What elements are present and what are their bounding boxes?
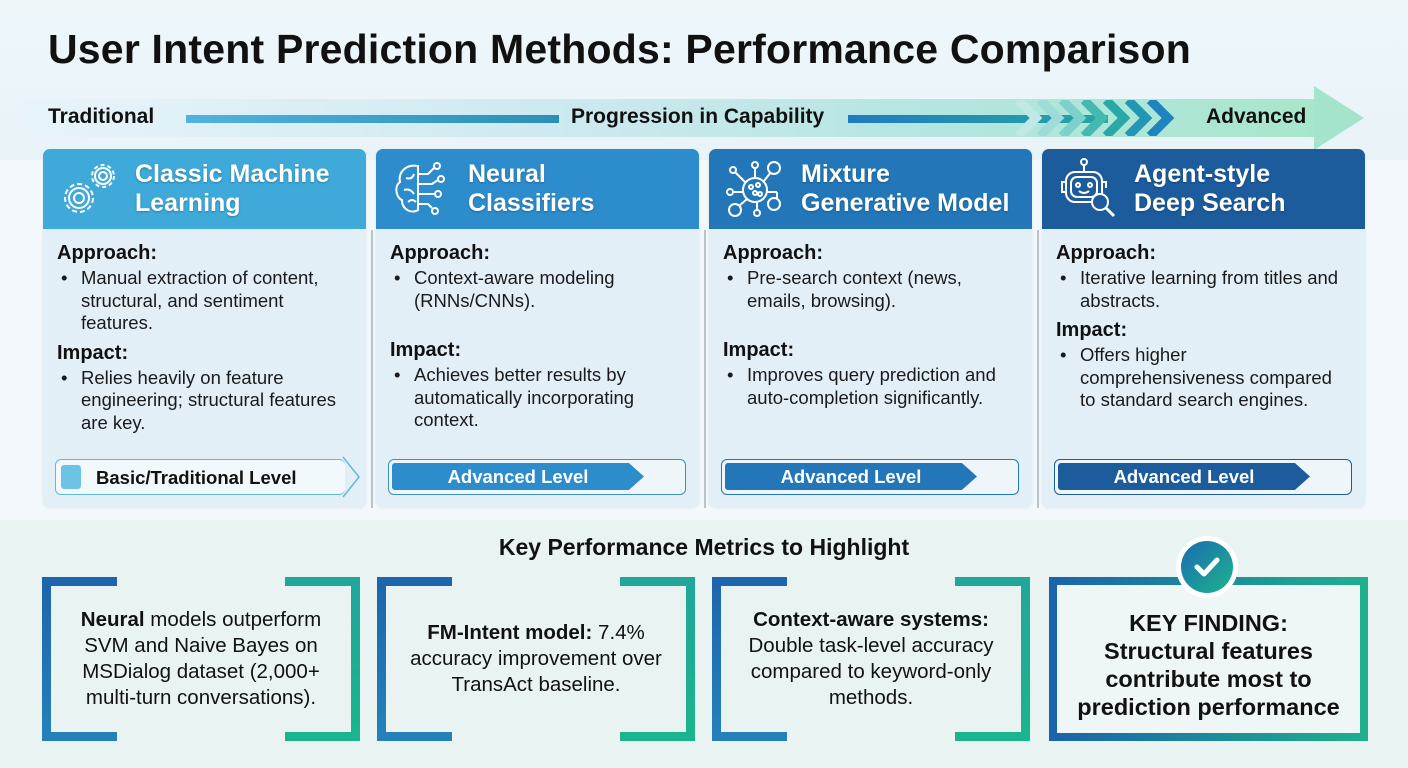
method-card-neural-classifiers: Neural Classifiers Approach: •Context-aw… [376,149,699,507]
bracket-left [42,577,117,741]
approach-bullet: •Iterative learning from titles and abst… [1060,267,1339,311]
robot-search-icon [1061,158,1116,218]
impact-label: Impact: [390,339,462,361]
bracket-right [620,577,695,741]
bracket-left [712,577,787,741]
level-badge: Advanced Level [721,459,1019,495]
page-title: User Intent Prediction Methods: Performa… [48,26,1192,72]
metric-text: Neural models outperform SVM and Naive B… [80,608,322,709]
impact-label: Impact: [57,341,129,364]
divider [371,230,373,508]
impact-bullet: •Relies heavily on feature engineering; … [61,366,337,433]
bracket-right [285,577,360,741]
divider [704,230,706,508]
metric-card: Context-aware systems: Double task-level… [712,577,1030,741]
key-finding-text: KEY FINDING: Structural features contrib… [1077,610,1340,720]
approach-bullet: •Manual extraction of content, structura… [61,267,319,333]
progression-start-label: Traditional [48,105,155,128]
checkmark-icon [1194,557,1220,577]
card-title: Mixture Generative Model [801,160,1010,217]
approach-bullet: •Context-aware modeling (RNNs/CNNs). [394,267,615,311]
chevron-right-icon [342,456,360,498]
card-title: Agent-style Deep Search [1134,160,1286,217]
method-card-classic-ml: Classic Machine Learning Approach: •Manu… [43,149,366,507]
metrics-title: Key Performance Metrics to Highlight [498,534,910,560]
level-badge: Basic/Traditional Level [55,456,360,498]
approach-label: Approach: [390,242,490,264]
method-card-mixture-generative: Mixture Generative Model Approach: •Pre-… [709,149,1032,507]
card-header: Classic Machine Learning [43,149,366,229]
progression-middle-label: Progression in Capability [571,105,825,128]
metric-text: FM-Intent model: 7.4% accuracy improveme… [410,621,662,696]
method-card-agent-deep-search: Agent-style Deep Search Approach: •Itera… [1042,149,1365,507]
progression-line [848,115,1108,123]
metric-card: FM-Intent model: 7.4% accuracy improveme… [377,577,695,741]
impact-bullet: •Offers higher comprehensiveness compare… [1060,344,1332,410]
divider [1037,230,1039,508]
card-header: Mixture Generative Model [709,149,1032,229]
checkmark-circle-icon [1176,536,1238,598]
impact-bullet: •Improves query prediction and auto-comp… [727,364,996,408]
level-badge: Advanced Level [1054,459,1352,495]
impact-label: Impact: [723,339,795,361]
approach-label: Approach: [57,242,157,264]
progression-line [186,115,559,123]
bracket-left [377,577,452,741]
approach-label: Approach: [1056,242,1156,264]
gears-icon [64,164,115,213]
metric-text: Context-aware systems: Double task-level… [748,608,994,709]
impact-bullet: •Achieves better results by automaticall… [394,364,635,430]
bracket-right [955,577,1030,741]
level-badge: Advanced Level [388,459,686,495]
card-header: Agent-style Deep Search [1042,149,1365,229]
approach-bullet: •Pre-search context (news, emails, brows… [727,267,962,311]
chevrons-icon [1014,100,1175,136]
level-square-icon [61,465,81,489]
progression-arrow-head [1314,86,1364,150]
progression-end-label: Advanced [1206,105,1307,128]
key-finding-box: KEY FINDING: Structural features contrib… [1049,577,1368,741]
impact-label: Impact: [1056,319,1128,341]
card-title: Classic Machine Learning [135,160,330,217]
card-title: Neural Classifiers [468,160,595,217]
metric-card: Neural models outperform SVM and Naive B… [42,577,360,741]
card-header: Neural Classifiers [376,149,699,229]
brain-circuit-icon [395,162,445,215]
approach-label: Approach: [723,242,823,264]
network-nodes-icon [726,161,781,217]
